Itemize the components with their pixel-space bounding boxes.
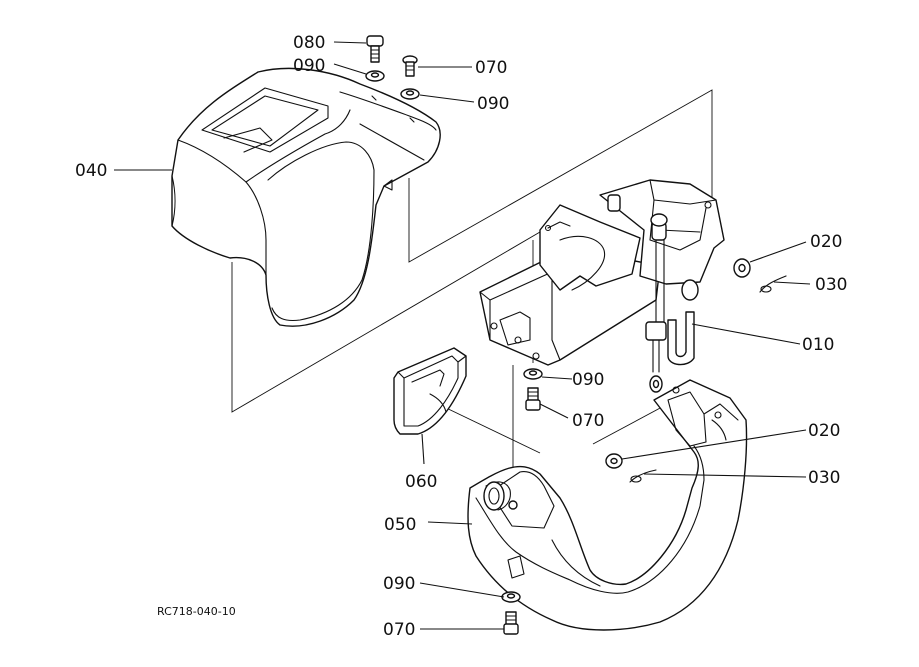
washer-090-top-left	[365, 70, 385, 82]
lower-cover-050	[467, 379, 748, 631]
washer-090-bottom	[501, 591, 521, 603]
callout-040: 040	[75, 161, 107, 181]
callout-030-upper: 030	[815, 275, 847, 295]
callout-070-bottom: 070	[383, 620, 415, 640]
cover-plate-060	[393, 347, 467, 435]
callout-090-top-right: 090	[477, 94, 509, 114]
callout-010: 010	[802, 335, 834, 355]
callout-050: 050	[384, 515, 416, 535]
washer-090-top-right	[400, 88, 420, 100]
callout-090-top-left: 090	[293, 56, 325, 76]
callout-090-mid: 090	[572, 370, 604, 390]
callout-080: 080	[293, 33, 325, 53]
callout-020-upper: 020	[810, 232, 842, 252]
washer-090-mid	[523, 368, 543, 380]
cotter-pin-030-lower	[629, 469, 657, 483]
bolt-080	[366, 35, 384, 63]
cotter-pin-030-upper	[759, 275, 787, 293]
callout-020-lower: 020	[808, 421, 840, 441]
callout-labels: 080 090 070 090 040 020 030 010 090 070 …	[75, 33, 847, 640]
bolt-070-mid	[525, 387, 541, 411]
callout-090-bottom: 090	[383, 574, 415, 594]
drawing-code: RC718-040-10	[157, 605, 236, 618]
callout-030-lower: 030	[808, 468, 840, 488]
upper-cover-040	[171, 67, 441, 327]
washer-020-upper	[733, 258, 751, 278]
bolt-070-bottom	[503, 611, 519, 635]
washer-020-lower	[605, 453, 623, 469]
callout-070-mid: 070	[572, 411, 604, 431]
callout-070-top-right: 070	[475, 58, 507, 78]
bracket-assembly-010	[479, 179, 725, 393]
screw-070-top	[402, 55, 418, 77]
leader-lines	[114, 41, 811, 630]
callout-060: 060	[405, 472, 437, 492]
